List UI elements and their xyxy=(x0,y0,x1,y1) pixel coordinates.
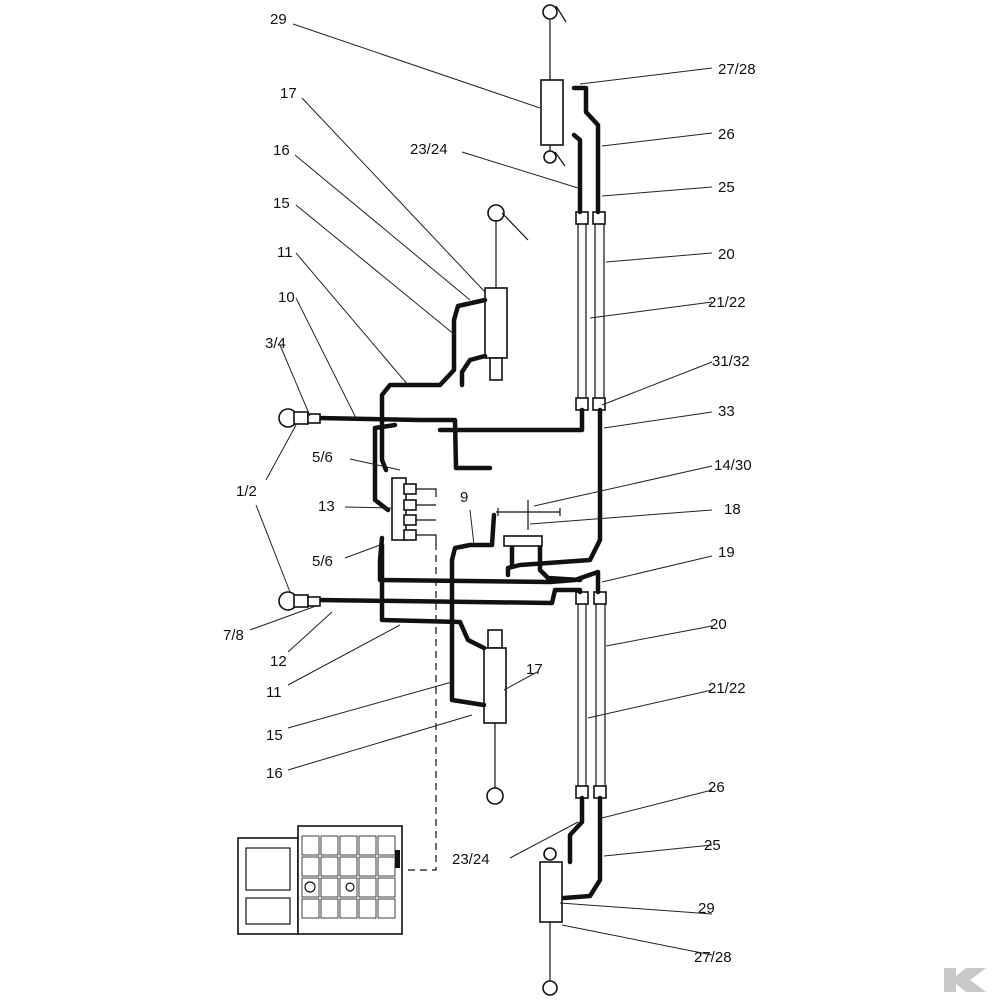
label-23-24-bottom: 23/24 xyxy=(452,851,490,868)
label-20-bottom: 20 xyxy=(710,616,727,633)
label-14-30: 14/30 xyxy=(714,457,752,474)
upper-coupler xyxy=(278,408,321,428)
label-33: 33 xyxy=(718,403,735,420)
label-29-bottom: 29 xyxy=(698,900,715,917)
label-21-22-bottom: 21/22 xyxy=(708,680,746,697)
label-27-28-bottom: 27/28 xyxy=(694,949,732,966)
tee-valve xyxy=(496,500,561,547)
k-arrow-logo-icon xyxy=(938,962,992,994)
label-15-top: 15 xyxy=(273,195,290,212)
label-11-top: 11 xyxy=(277,244,293,261)
upper-lift-cylinder xyxy=(484,204,529,381)
control-box xyxy=(237,825,403,935)
label-3-4: 3/4 xyxy=(265,335,286,352)
label-17-top: 17 xyxy=(280,85,297,102)
lower-coupler xyxy=(278,591,321,611)
label-12: 12 xyxy=(270,653,287,670)
label-20-top: 20 xyxy=(718,246,735,263)
label-16-bottom: 16 xyxy=(266,765,283,782)
label-11-bottom: 11 xyxy=(266,684,282,701)
label-26-bottom: 26 xyxy=(708,779,725,796)
part-labels: 29 27/28 26 23/24 25 17 16 15 20 11 10 2… xyxy=(223,11,756,966)
label-1-2: 1/2 xyxy=(236,483,257,500)
label-5-6-top: 5/6 xyxy=(312,449,333,466)
upper-pipe-pair xyxy=(575,211,606,411)
label-9: 9 xyxy=(460,489,468,506)
label-10: 10 xyxy=(278,289,295,306)
control-cable xyxy=(400,543,437,871)
bottom-cylinder xyxy=(539,847,563,996)
lower-lift-cylinder xyxy=(483,629,507,805)
label-21-22-top: 21/22 xyxy=(708,294,746,311)
leader-lines xyxy=(249,23,713,956)
label-18: 18 xyxy=(724,501,741,518)
label-26-top: 26 xyxy=(718,126,735,143)
label-25-bottom: 25 xyxy=(704,837,721,854)
label-13: 13 xyxy=(318,498,335,515)
label-25-top: 25 xyxy=(718,179,735,196)
label-31-32: 31/32 xyxy=(712,353,750,370)
top-cylinder xyxy=(540,4,567,167)
lower-pipe-pair xyxy=(575,591,607,799)
label-5-6-bottom: 5/6 xyxy=(312,553,333,570)
label-29-top: 29 xyxy=(270,11,287,28)
valve-block xyxy=(391,477,437,543)
label-15-bottom: 15 xyxy=(266,727,283,744)
label-7-8: 7/8 xyxy=(223,627,244,644)
label-19: 19 xyxy=(718,544,735,561)
label-23-24-top: 23/24 xyxy=(410,141,448,158)
label-27-28-top: 27/28 xyxy=(718,61,756,78)
label-17-bottom: 17 xyxy=(526,661,543,678)
label-16-top: 16 xyxy=(273,142,290,159)
